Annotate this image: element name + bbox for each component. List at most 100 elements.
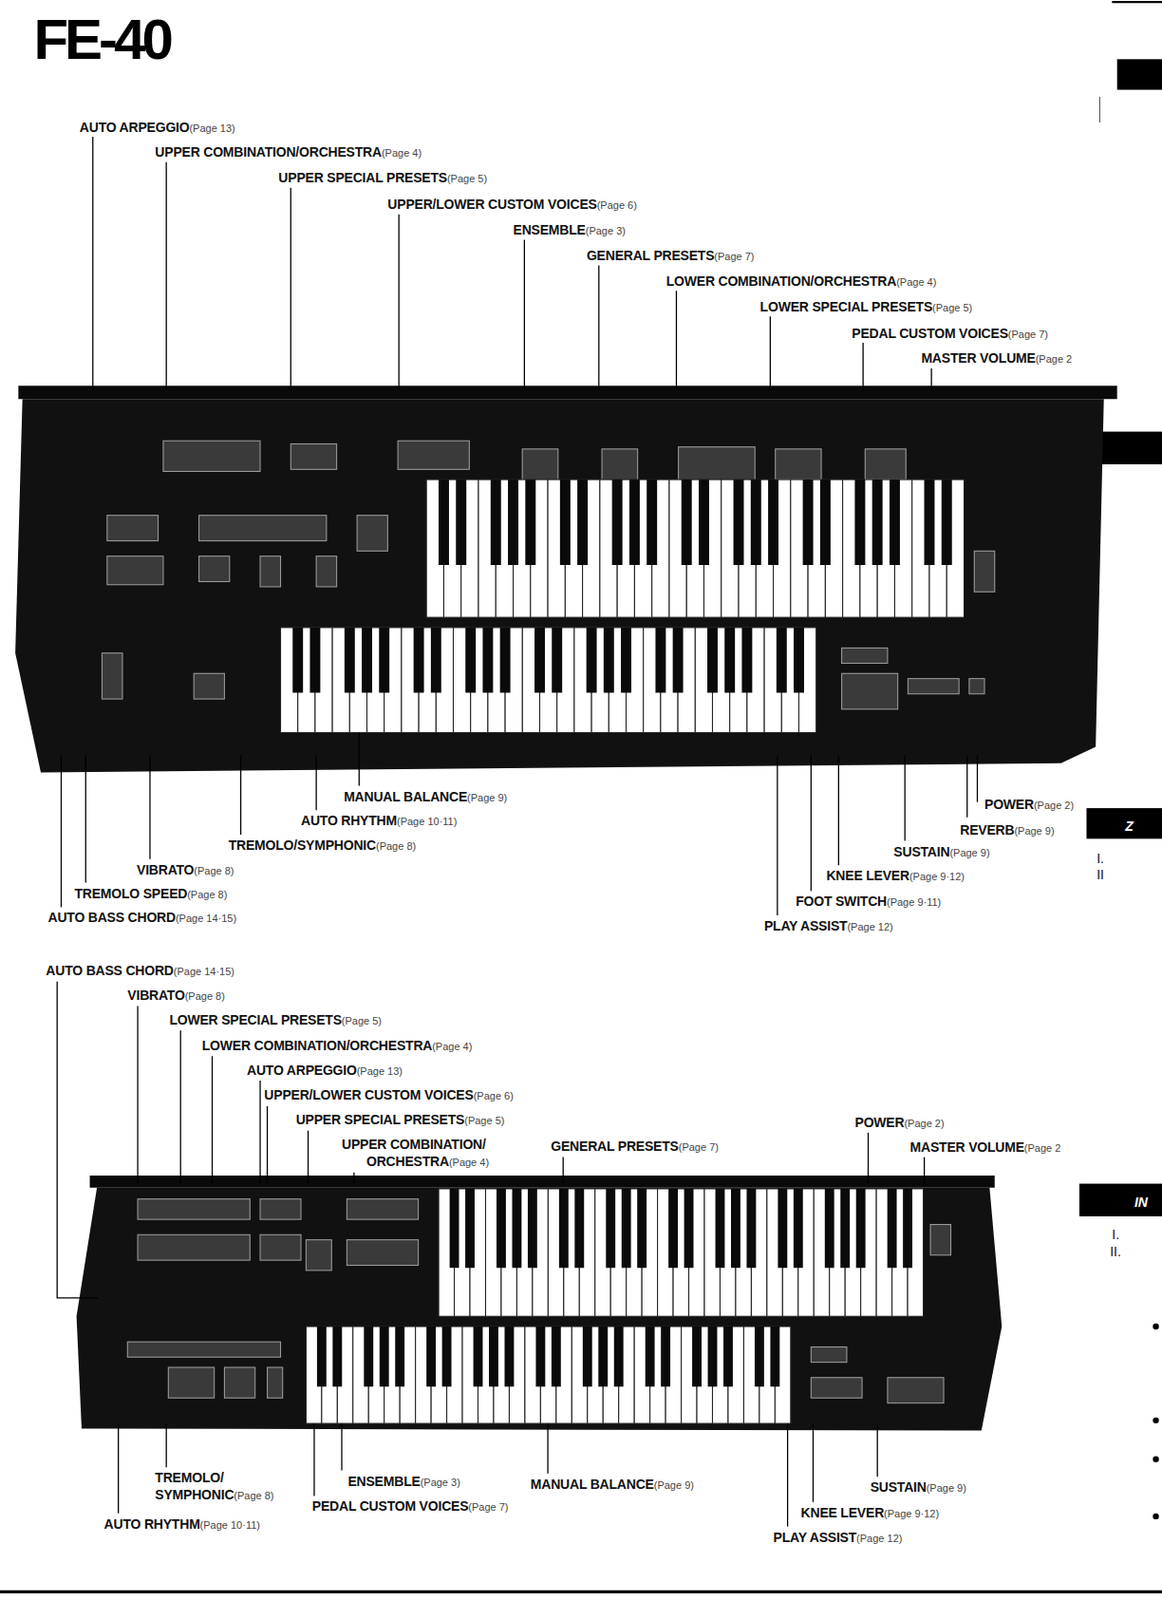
page-reference: (Page 8) [187,888,227,900]
black-key [473,1326,484,1387]
black-key [840,1188,850,1268]
control-name: AUTO BASS CHORD [48,909,176,925]
black-key [490,479,502,565]
black-key [723,1326,733,1387]
bullet [1152,1513,1159,1519]
black-key [524,479,536,565]
control-name: AUTO RHYTHM [300,812,397,828]
callout-label: AUTO BASS CHORD(Page 14·15) [48,908,238,927]
page-reference: (Page 13) [188,122,235,134]
callout-label: UPPER COMBINATION/ORCHESTRA(Page 4) [154,143,422,162]
black-key [535,1326,545,1387]
callout-label: ENSEMBLE(Page 3) [513,221,626,240]
control-name: MANUAL BALANCE [343,788,468,805]
black-key [361,627,373,694]
page-reference: (Page 2 [1035,353,1073,365]
page-reference: (Page 7) [468,1500,508,1513]
callout-label: AUTO ARPEGGIO(Page 13) [79,118,236,137]
black-key [511,1188,522,1268]
callout-label: MANUAL BALANCE(Page 9) [530,1475,694,1494]
keyboards [281,479,965,1424]
control-name: FOOT SWITCH [795,893,887,909]
black-key [769,1326,780,1387]
black-key [646,479,657,565]
control-name: PEDAL CUSTOM VOICES [312,1498,469,1514]
black-key [413,627,425,694]
black-key [551,627,563,694]
black-key [363,1326,374,1387]
black-key [442,1326,452,1387]
black-key [856,1188,866,1268]
black-key [431,627,442,694]
control-name: GENERAL PRESETS [586,247,714,263]
black-key [629,479,640,565]
black-key [438,479,450,565]
page-reference: (Page 14·15) [175,912,237,924]
black-key [889,479,900,565]
callout-label: PEDAL CUSTOM VOICES(Page 7) [312,1497,509,1516]
control-name: LOWER SPECIAL PRESETS [760,299,933,315]
page-reference: (Page 9) [926,1481,967,1494]
callout-label: MASTER VOLUME(Page 2 [920,349,1072,368]
black-key [496,1188,507,1268]
control-name: SUSTAIN [893,843,950,860]
black-key [730,1188,741,1268]
black-key [582,1326,593,1387]
black-key [854,479,865,565]
page-reference: (Page 2) [1033,799,1074,811]
page-reference: (Page 10·11) [200,1518,261,1531]
black-key [614,1326,624,1387]
black-key [724,627,735,694]
page-reference: (Page 8) [185,990,225,1002]
callout-label: PEDAL CUSTOM VOICES(Page 7) [851,324,1049,343]
tab-bar [1086,807,1162,839]
control-name: TREMOLO/ SYMPHONIC [154,1469,234,1502]
black-key [655,627,666,694]
page-reference: (Page 2 [1024,1142,1062,1154]
black-key [733,479,745,565]
control-name: MASTER VOLUME [910,1139,1025,1155]
bullet [1152,1417,1159,1424]
callout-label: POWER(Page 2) [984,795,1074,814]
bullet [1152,1455,1159,1462]
page-reference: (Page 4) [381,147,422,159]
black-key [746,1188,756,1268]
tab-bar [1093,431,1162,465]
black-key [924,479,936,565]
callout-label: SUSTAIN(Page 9) [870,1478,967,1497]
callout-label: PLAY ASSIST(Page 12) [773,1528,903,1547]
black-key [574,1188,584,1268]
black-key [317,1326,327,1387]
callout-label: LOWER COMBINATION/ORCHESTRA(Page 4) [666,272,938,291]
callout-label: LOWER SPECIAL PRESETS(Page 5) [760,298,974,317]
callout-label: VIBRATO(Page 8) [136,861,235,880]
page-reference: (Page 5) [932,301,973,314]
black-key [605,1188,616,1268]
callout-label: AUTO ARPEGGIO(Page 13) [246,1061,403,1080]
callout-label: ENSEMBLE(Page 3) [347,1472,460,1491]
page-reference: (Page 4) [896,276,937,288]
black-key [603,627,615,694]
page-reference: (Page 2) [903,1117,944,1129]
page-reference: (Page 8) [375,840,416,852]
black-key [551,1326,562,1387]
black-key [465,627,476,694]
control-name: PLAY ASSIST [773,1529,858,1545]
tab-bar [1117,58,1162,90]
page-reference: (Page 13) [356,1065,403,1077]
control-name: VIBRATO [127,987,185,1003]
black-key [820,479,831,565]
page-fragment: I. [1111,1226,1120,1242]
page-reference: (Page 6) [473,1089,514,1102]
page-reference: (Page 14·15) [173,965,235,977]
control-name: SUSTAIN [870,1479,927,1495]
black-key [292,627,303,694]
page-rule [0,1590,1162,1594]
page-reference: (Page 12) [846,920,893,933]
black-key [673,627,684,694]
control-name: AUTO RHYTHM [104,1516,201,1532]
page-reference: (Page 10·11) [396,815,457,827]
page-reference: (Page 9·12) [909,870,965,882]
tab-bar [1079,1183,1162,1217]
